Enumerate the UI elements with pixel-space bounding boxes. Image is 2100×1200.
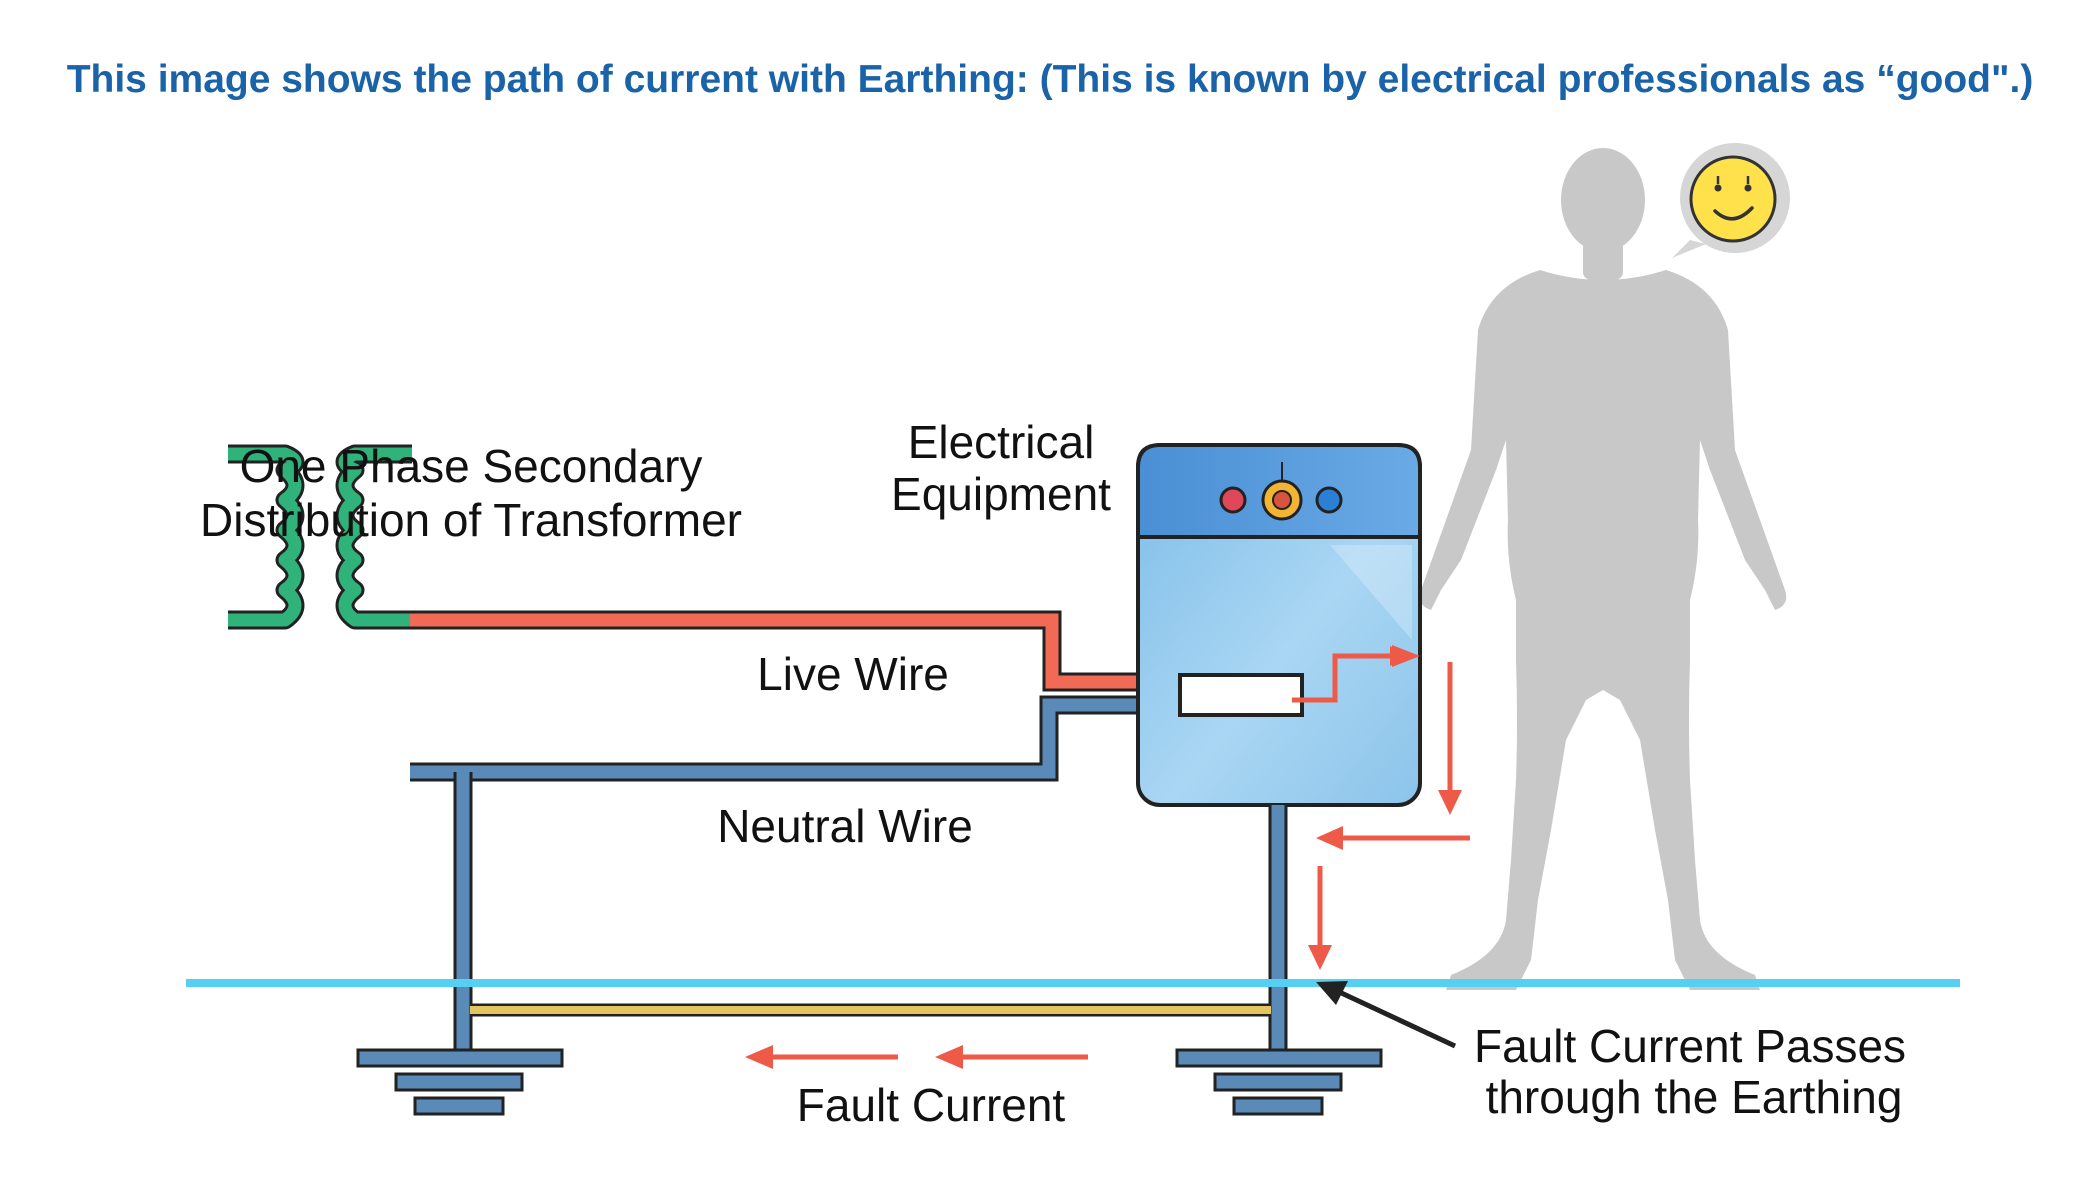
pointer-arrow: [1316, 981, 1457, 1049]
live-wire-label: Live Wire: [757, 648, 949, 700]
red-indicator-light: [1219, 486, 1247, 514]
arrow-down-2-head: [1308, 945, 1332, 970]
live-wire: [410, 610, 1180, 692]
fault-current-label: Fault Current: [797, 1079, 1066, 1131]
fault-current-arrows: [745, 645, 1470, 1069]
neutral-wire: [410, 695, 1180, 1052]
electrical-equipment: [1136, 443, 1422, 807]
transformer-coil-icon: [228, 444, 412, 630]
human-silhouette-icon: [1419, 148, 1787, 990]
smiley-speech-bubble-icon: [1672, 143, 1790, 258]
ground-symbol-icon-right: [1175, 1048, 1383, 1116]
arrow-fault-out: [1292, 646, 1410, 703]
transformer-label-line1: One Phase Secondary: [240, 440, 703, 492]
equipment-label-line2: Equipment: [891, 468, 1111, 520]
arrow-left-3-head: [745, 1045, 773, 1069]
terminal-block: [1178, 673, 1304, 717]
transformer-label-line2: Distribution of Transformer: [200, 494, 742, 546]
fault-passes-label-line2: through the Earthing: [1486, 1071, 1903, 1123]
arrow-down-1-head: [1438, 790, 1462, 815]
arrow-left-2-head: [935, 1045, 963, 1069]
arrow-left-1-head: [1316, 826, 1343, 850]
equipment-label-line1: Electrical: [908, 416, 1095, 468]
arrow-fault-out-head: [1392, 645, 1420, 667]
ground-symbol-icon-left: [356, 1048, 564, 1116]
neutral-wire-label: Neutral Wire: [717, 800, 973, 852]
blue-indicator-light: [1315, 486, 1343, 514]
page-title: This image shows the path of current wit…: [67, 58, 2034, 101]
fault-passes-label-line1: Fault Current Passes: [1474, 1020, 1906, 1072]
